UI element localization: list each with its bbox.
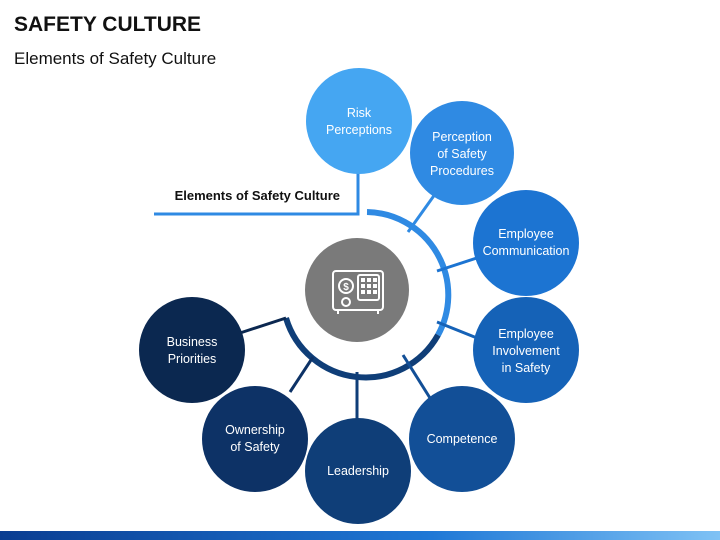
- node-label-line: of Safety: [437, 147, 487, 161]
- node-risk-perceptions: Risk Perceptions: [306, 68, 412, 174]
- node-employee-communication: Employee Communication: [473, 190, 579, 296]
- node-label-line: Perception: [432, 130, 492, 144]
- node-business-priorities: Business Priorities: [139, 297, 245, 403]
- node-circle: [409, 386, 515, 492]
- node-perception-of-safety-procedures: Perception of Safety Procedures: [410, 101, 514, 205]
- node-circle: [306, 68, 412, 174]
- node-circle: [473, 297, 579, 403]
- safe-with-dollar-icon: $: [332, 270, 384, 314]
- connector-ownership: [288, 356, 315, 393]
- node-label-line: Leadership: [327, 464, 389, 478]
- node-label-line: Business: [167, 335, 218, 349]
- connector-competence: [401, 354, 432, 399]
- node-label-line: of Safety: [230, 440, 280, 454]
- node-ownership-of-safety: Ownership of Safety: [202, 386, 308, 492]
- node-label-line: Competence: [427, 432, 498, 446]
- node-leadership: Leadership: [305, 418, 411, 524]
- connector-perception: [406, 189, 440, 233]
- node-label-line: Perceptions: [326, 123, 392, 137]
- node-circle: [305, 418, 411, 524]
- hub-ring-arc-light: [366, 209, 452, 337]
- node-label-line: Employee: [498, 227, 554, 241]
- connector-business: [239, 316, 287, 335]
- node-circle: [473, 190, 579, 296]
- node-circle: [139, 297, 245, 403]
- slide-title: SAFETY CULTURE: [14, 13, 202, 36]
- node-label-line: Ownership: [225, 423, 285, 437]
- footer-bar: [0, 531, 720, 540]
- svg-text:$: $: [343, 282, 349, 293]
- node-circle: [410, 101, 514, 205]
- node-label-line: Communication: [483, 244, 570, 258]
- node-circle: [202, 386, 308, 492]
- node-employee-involvement-in-safety: Employee Involvement in Safety: [473, 297, 579, 403]
- node-label-line: in Safety: [502, 361, 551, 375]
- connector-involvement: [436, 320, 483, 342]
- node-label-line: Involvement: [492, 344, 560, 358]
- node-label-line: Priorities: [168, 352, 217, 366]
- node-label-line: Risk: [347, 106, 372, 120]
- node-label-line: Procedures: [430, 164, 494, 178]
- node-competence: Competence: [409, 386, 515, 492]
- diagram-caption: Elements of Safety Culture: [175, 188, 340, 203]
- node-label-line: Employee: [498, 327, 554, 341]
- slide-subtitle: Elements of Safety Culture: [14, 49, 217, 68]
